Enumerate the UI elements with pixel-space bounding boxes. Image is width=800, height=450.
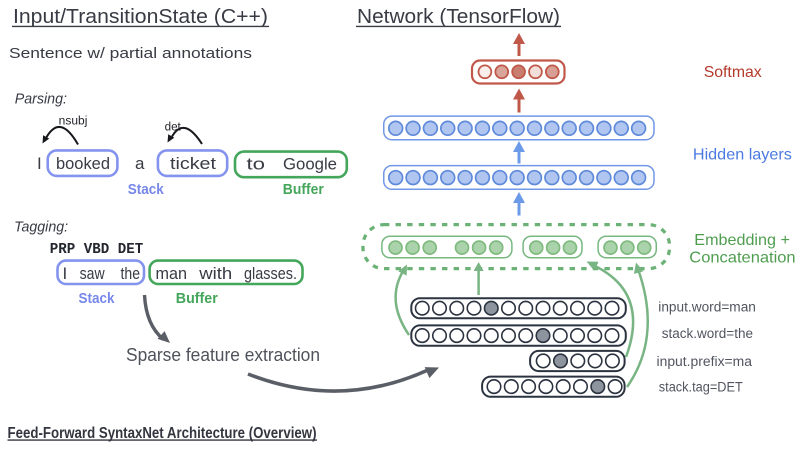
svg-text:Softmax: Softmax xyxy=(704,64,762,81)
svg-text:with: with xyxy=(198,264,232,283)
svg-text:Google: Google xyxy=(283,155,337,174)
svg-text:I: I xyxy=(37,154,42,173)
svg-text:stack.tag=DET: stack.tag=DET xyxy=(659,380,743,395)
svg-text:the: the xyxy=(121,264,141,283)
svg-text:booked: booked xyxy=(56,154,110,173)
svg-text:Sparse feature extraction: Sparse feature extraction xyxy=(126,345,320,365)
svg-text:Buffer: Buffer xyxy=(176,290,218,307)
svg-text:Tagging:: Tagging: xyxy=(14,220,68,236)
svg-text:saw: saw xyxy=(80,264,106,283)
svg-text:det: det xyxy=(165,121,182,133)
svg-text:glasses.: glasses. xyxy=(244,264,297,283)
svg-text:man: man xyxy=(156,264,188,283)
svg-text:to: to xyxy=(247,155,266,174)
svg-text:nsubj: nsubj xyxy=(59,115,88,127)
svg-text:a: a xyxy=(135,154,145,173)
svg-text:Sentence w/ partial annotation: Sentence w/ partial annotations xyxy=(9,45,252,62)
svg-text:Feed-Forward SyntaxNet Archite: Feed-Forward SyntaxNet Architecture (Ove… xyxy=(8,425,317,442)
svg-text:PRP VBD DET: PRP VBD DET xyxy=(50,242,144,258)
svg-text:ticket: ticket xyxy=(170,154,216,173)
svg-text:Stack: Stack xyxy=(128,181,165,198)
svg-text:Hidden layers: Hidden layers xyxy=(693,147,792,164)
svg-text:stack.word=the: stack.word=the xyxy=(662,326,753,341)
svg-text:Buffer: Buffer xyxy=(283,181,324,198)
svg-text:Network (TensorFlow): Network (TensorFlow) xyxy=(357,6,560,28)
svg-text:Parsing:: Parsing: xyxy=(15,92,67,108)
svg-text:input.word=man: input.word=man xyxy=(658,299,756,314)
svg-text:Input/TransitionState (C++): Input/TransitionState (C++) xyxy=(13,6,268,28)
svg-text:I: I xyxy=(63,264,68,283)
svg-text:Concatenation: Concatenation xyxy=(689,249,795,266)
svg-text:Stack: Stack xyxy=(79,290,116,307)
svg-text:Embedding +: Embedding + xyxy=(694,232,790,249)
svg-text:input.prefix=ma: input.prefix=ma xyxy=(657,354,753,369)
